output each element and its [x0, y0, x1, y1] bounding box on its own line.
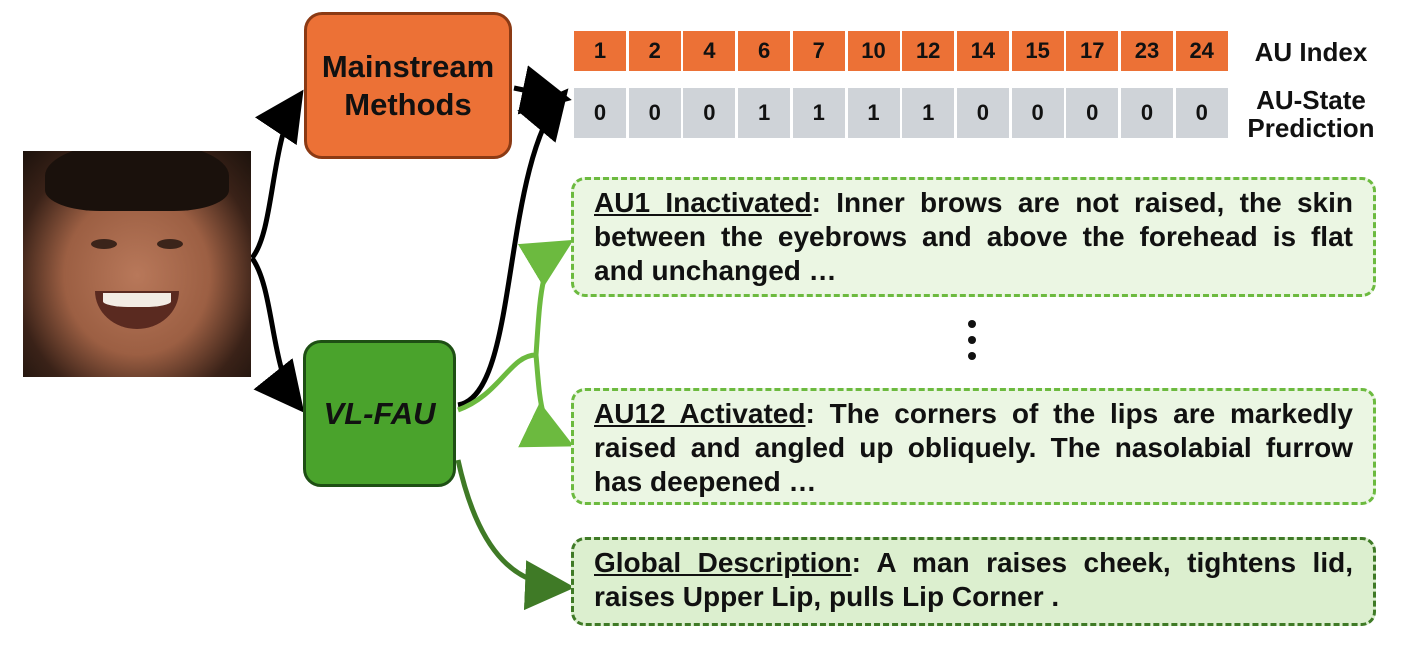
au-state-cell: 0	[574, 88, 628, 138]
au12-text: : The corners of the lips are markedly r…	[594, 398, 1353, 497]
global-title: Global Description	[594, 547, 852, 578]
au-index-cell: 7	[792, 31, 847, 71]
vlfau-label: VL-FAU	[323, 395, 436, 431]
au-state-cell: 0	[628, 88, 683, 138]
au-index-cell: 15	[1011, 31, 1066, 71]
au-index-cell: 24	[1175, 31, 1230, 71]
au-index-cell: 2	[628, 31, 683, 71]
au-index-cell: 23	[1121, 31, 1175, 71]
arrow-vlfau-to-descriptions	[457, 352, 537, 413]
arrow-vlfau-to-global	[455, 459, 575, 611]
au-state-cell: 1	[902, 88, 957, 138]
au-index-cell: 12	[902, 31, 957, 71]
au-state-cell: 1	[792, 88, 847, 138]
mainstream-methods-node: Mainstream Methods	[304, 12, 512, 159]
arrow-face-to-mainstream	[249, 89, 304, 260]
au-index-cell: 10	[847, 31, 902, 71]
au-state-cell: 0	[1175, 88, 1230, 138]
vertical-ellipsis	[962, 320, 982, 366]
au1-text: : Inner brows are not raised, the skin b…	[594, 187, 1353, 286]
au1-title: AU1 Inactivated	[594, 187, 812, 218]
mainstream-line2: Methods	[344, 86, 472, 122]
vlfau-node: VL-FAU	[303, 340, 456, 487]
au1-description-box: AU1 Inactivated: Inner brows are not rai…	[571, 177, 1376, 297]
face-photo-icon	[23, 151, 251, 377]
au12-title: AU12 Activated	[594, 398, 806, 429]
au-state-cell: 0	[1121, 88, 1175, 138]
au-state-cell: 0	[1066, 88, 1121, 138]
au-index-cell: 6	[738, 31, 793, 71]
au-index-cell: 14	[956, 31, 1011, 71]
au-state-cell: 1	[847, 88, 902, 138]
au-state-label-line1: AU-State	[1256, 85, 1366, 115]
arrow-to-au12	[518, 354, 575, 448]
au-state-cell: 0	[1011, 88, 1066, 138]
arrow-vlfau-to-table	[457, 88, 569, 408]
arrow-to-au1	[517, 239, 574, 356]
au-state-cell: 0	[956, 88, 1011, 138]
au-state-cell: 0	[683, 88, 738, 138]
arrow-mainstream-to-table	[513, 65, 572, 115]
au12-description-box: AU12 Activated: The corners of the lips …	[571, 388, 1376, 505]
au-state-label: AU-State Prediction	[1226, 86, 1396, 142]
mainstream-line1: Mainstream	[321, 48, 495, 84]
au-state-label-line2: Prediction	[1247, 113, 1375, 143]
au-index-cell: 4	[683, 31, 738, 71]
au-index-cell: 1	[574, 31, 628, 71]
arrow-face-to-vlfau	[249, 256, 305, 413]
au-index-label: AU Index	[1254, 37, 1368, 67]
global-description-box: Global Description: A man raises cheek, …	[571, 537, 1376, 626]
au-state-cell: 1	[738, 88, 793, 138]
au-index-cell: 17	[1066, 31, 1121, 71]
global-text: : A man raises cheek, tightens lid, rais…	[594, 547, 1353, 612]
